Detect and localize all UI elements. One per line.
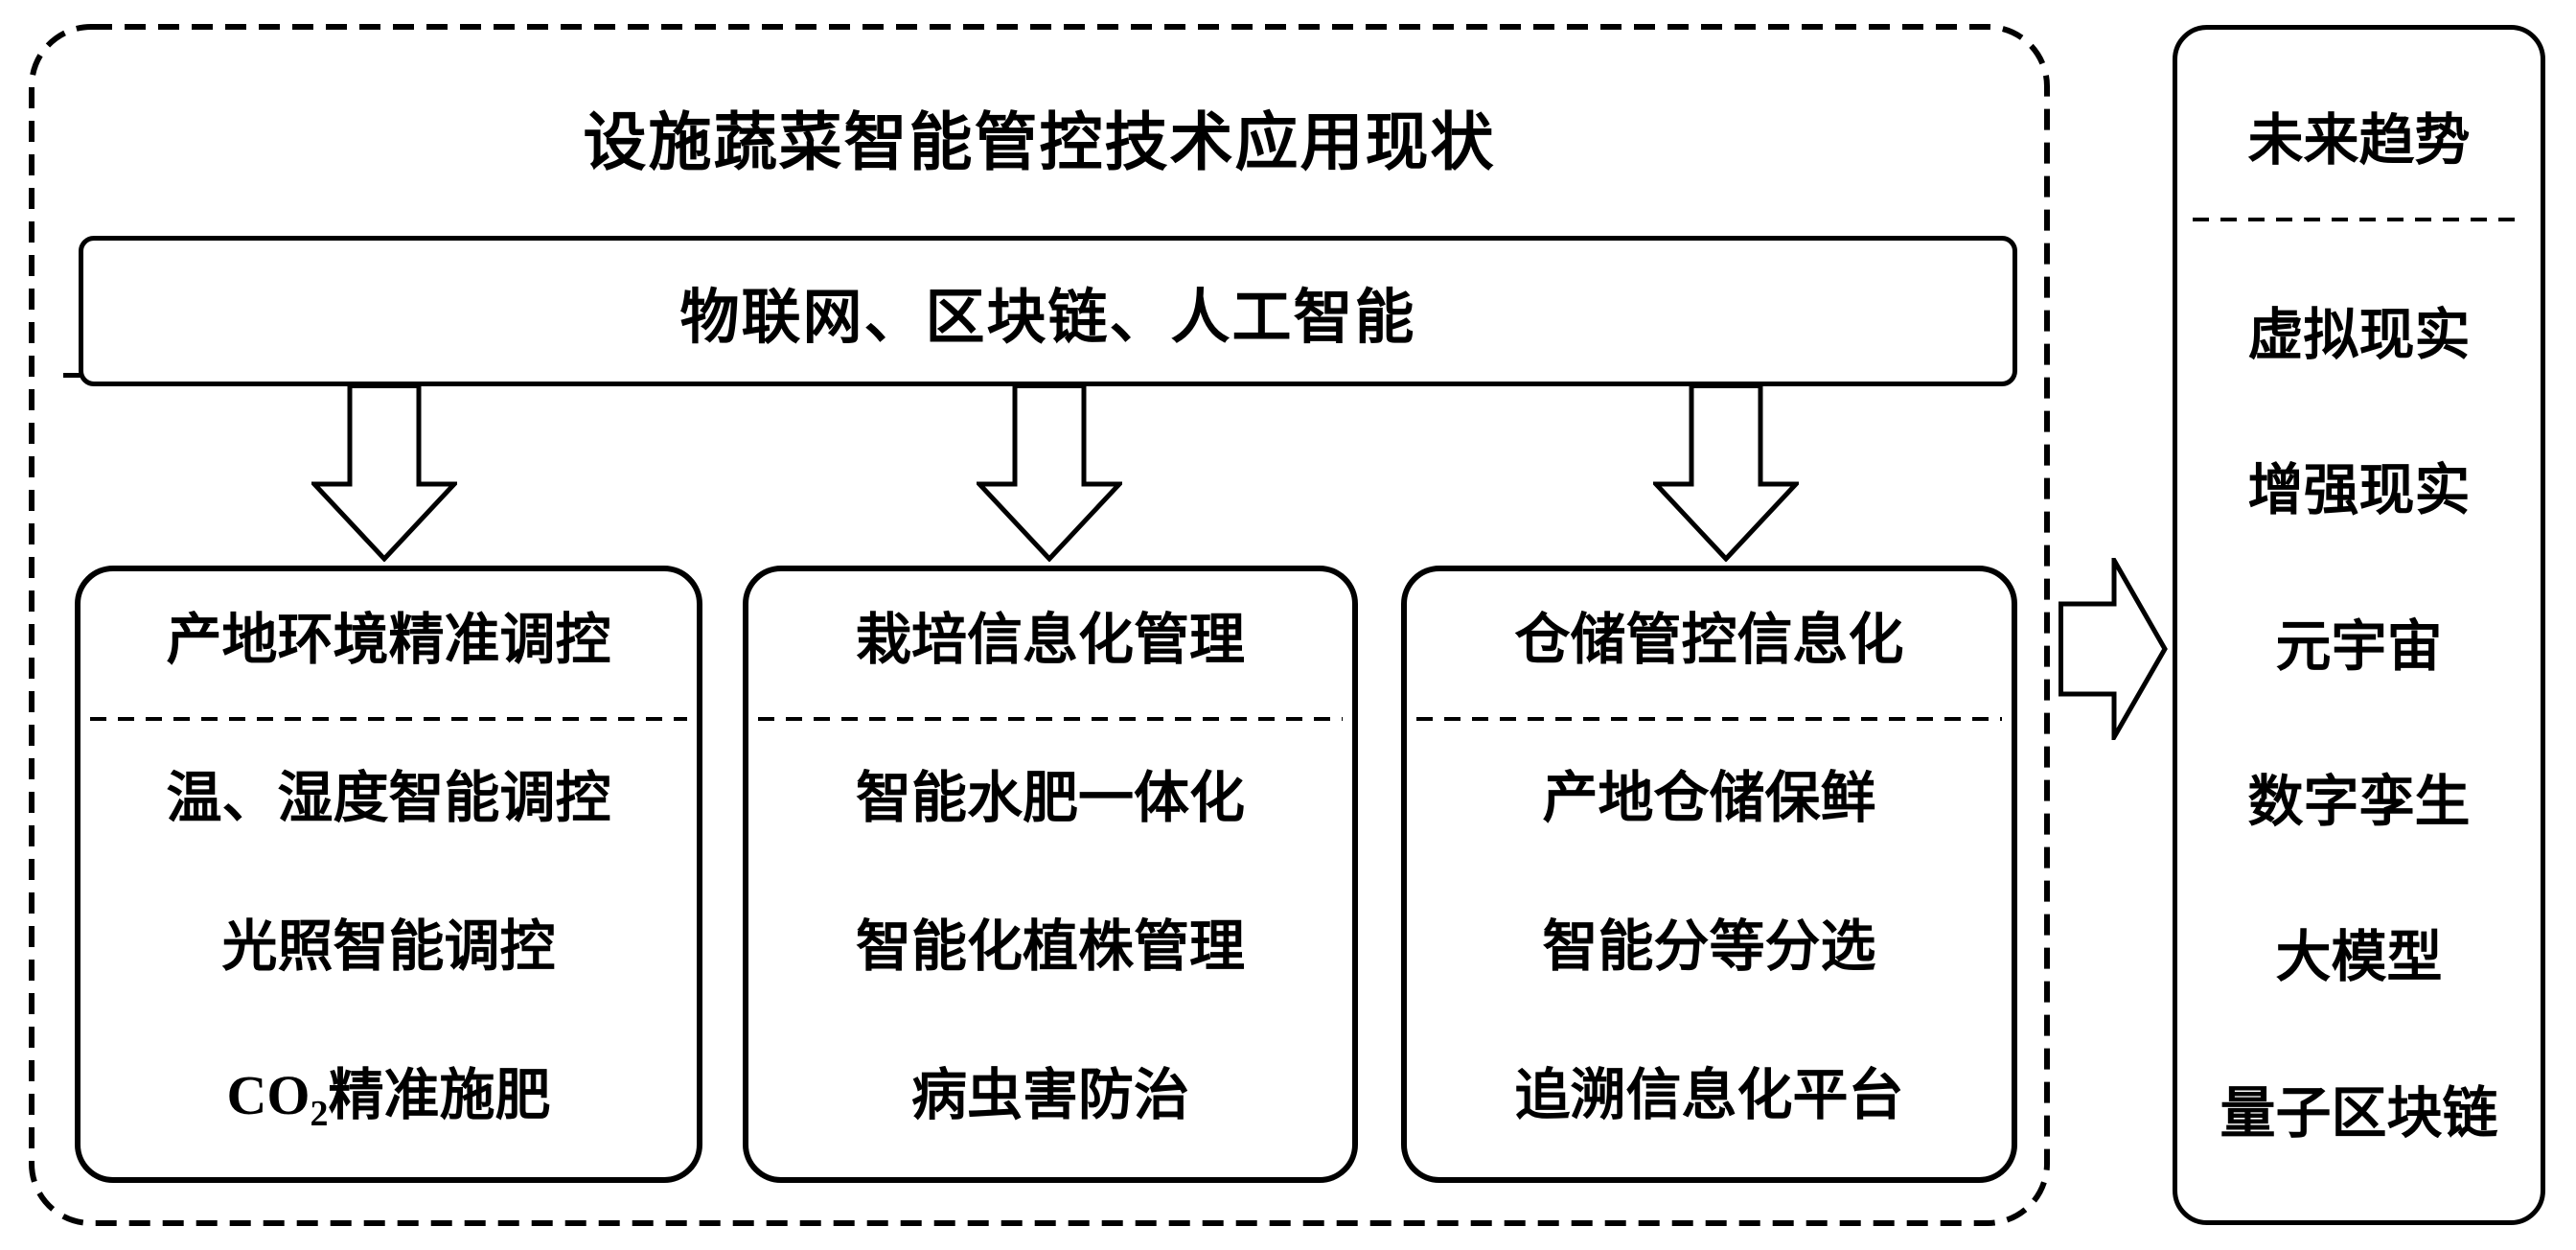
future-item: 量子区块链 [2220,1082,2498,1145]
category-item: 光照智能调控 [221,915,556,978]
category-item: 产地仓储保鲜 [1542,767,1876,829]
right-arrow-icon [2058,558,2168,740]
category-header: 仓储管控信息化 [1514,609,1904,671]
category-item: 温、湿度智能调控 [166,767,611,829]
future-panel-header: 未来趋势 [2247,109,2471,172]
future-panel-divider [2193,218,2525,221]
technology-bar-label: 物联网、区块链、人工智能 [679,285,1416,351]
category-box-environment: 产地环境精准调控 温、湿度智能调控 光照智能调控 CO2精准施肥 [75,566,702,1183]
category-item: 智能化植株管理 [855,915,1245,978]
technology-bar: 物联网、区块链、人工智能 [79,236,2017,386]
category-box-cultivation: 栽培信息化管理 智能水肥一体化 智能化植株管理 病虫害防治 [743,566,1358,1183]
future-item: 数字孪生 [2247,771,2471,833]
down-arrow-icon [311,383,457,562]
co2-suffix: 精准施肥 [328,1064,551,1126]
tick-mark [63,373,80,378]
down-arrow-icon [1653,383,1799,562]
future-item: 元宇宙 [2275,615,2443,678]
co2-subscript: 2 [310,1094,329,1134]
future-item: 增强现实 [2247,459,2471,521]
future-item: 虚拟现实 [2247,304,2471,366]
category-header: 栽培信息化管理 [855,609,1245,671]
main-panel-title: 设施蔬菜智能管控技术应用现状 [583,108,1496,178]
category-divider [758,717,1343,721]
category-item: 智能水肥一体化 [855,767,1245,829]
category-header: 产地环境精准调控 [166,609,611,671]
category-item-co2: CO2精准施肥 [80,1059,697,1150]
category-divider [90,717,687,721]
co2-prefix: CO [226,1064,310,1126]
down-arrow-icon [977,383,1122,562]
category-item: 病虫害防治 [910,1064,1189,1126]
category-item: 智能分等分选 [1542,915,1876,978]
future-trends-panel: 未来趋势 虚拟现实 增强现实 元宇宙 数字孪生 大模型 量子区块链 [2173,25,2545,1225]
category-divider [1416,717,2002,721]
future-item: 大模型 [2275,926,2443,988]
category-item: 追溯信息化平台 [1514,1064,1904,1126]
category-box-warehousing: 仓储管控信息化 产地仓储保鲜 智能分等分选 追溯信息化平台 [1401,566,2017,1183]
